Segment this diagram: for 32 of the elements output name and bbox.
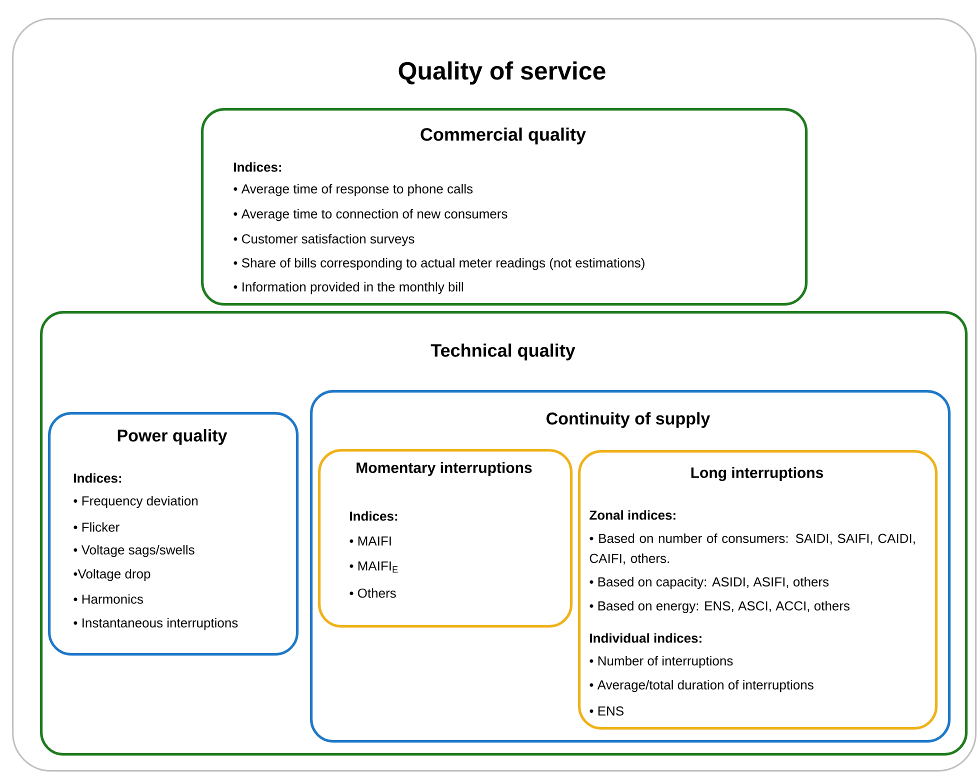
list-item: • Based on number of consumers: SAIDI, SAIFI, CAIDI, CAIFI, others.	[590, 533, 915, 565]
list-item: • Customer satisfaction surveys	[234, 234, 414, 246]
list-item: • Based on energy: ENS, ASCI, ACCI, others	[590, 600, 850, 614]
list-item: • Share of bills corresponding to actual meter readings (not estimations)	[234, 258, 644, 270]
heading: Long interruptions	[691, 466, 824, 482]
list-item: • Average time of response to phone calls	[234, 184, 473, 196]
list-item: • Voltage sags/swells	[74, 544, 194, 558]
list-item: • Instantaneous interruptions	[74, 618, 238, 630]
list-item: • ENS	[590, 706, 624, 716]
list-item: • Flicker	[74, 522, 120, 532]
heading: Quality of service	[398, 61, 606, 85]
list-item: • Based on capacity: ASIDI, ASIFI, others	[590, 576, 829, 590]
list-item: • MAIFI$_{E}$	[350, 561, 398, 573]
subheading: Indices:	[74, 473, 122, 483]
list-item: • Frequency deviation	[74, 496, 198, 508]
heading: Technical quality	[430, 344, 576, 360]
list-item: • Information provided in the monthly bill	[234, 282, 464, 294]
heading: Power quality	[118, 429, 228, 445]
list-item: •Voltage drop	[74, 568, 150, 582]
heading: Momentary interruptions	[356, 462, 532, 476]
heading: Continuity of supply	[546, 412, 710, 428]
subheading: Indices:	[350, 511, 398, 521]
subheading: Individual indices:	[590, 633, 702, 643]
subheading: Zonal indices:	[590, 510, 676, 520]
subheading: Indices:	[234, 162, 282, 172]
list-item: • MAIFI	[350, 536, 391, 546]
heading: Commercial quality	[420, 128, 586, 144]
list-item: • Average time to connection of new consumers	[234, 208, 508, 222]
list-item: • Others	[350, 588, 396, 598]
list-item: • Harmonics	[74, 594, 143, 604]
list-item: • Average/total duration of interruptions	[590, 680, 814, 692]
list-item: • Number of interruptions	[590, 656, 733, 668]
